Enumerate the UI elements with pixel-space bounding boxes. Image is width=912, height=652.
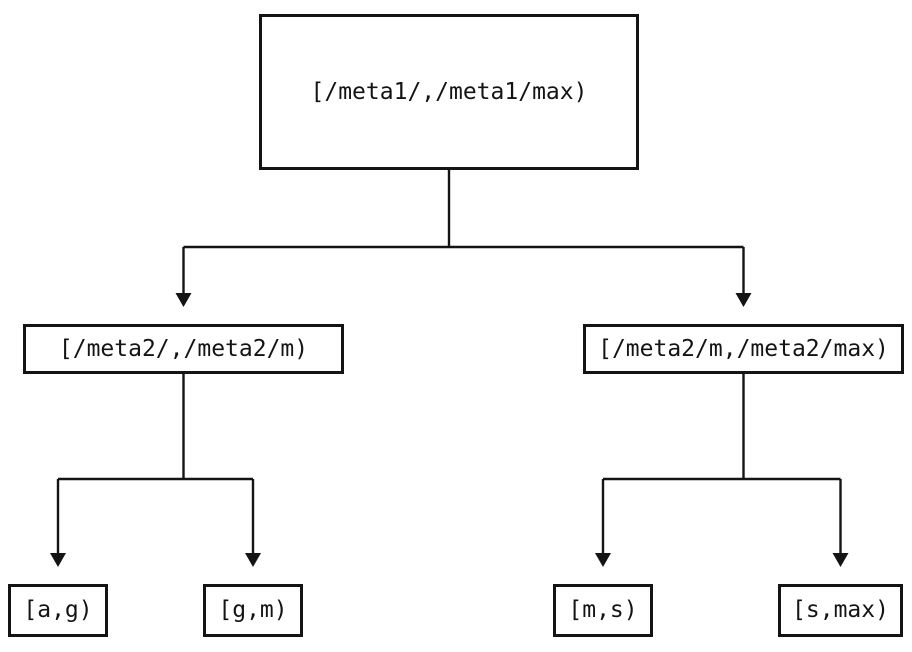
node-label: [/meta1/,/meta1/max) — [310, 78, 588, 105]
node-leaf-m-s: [m,s) — [553, 584, 653, 637]
arrowhead-down-icon — [175, 293, 192, 307]
node-meta2-right-range: [/meta2/m,/meta2/max) — [583, 324, 904, 374]
node-meta2-left-range: [/meta2/,/meta2/m) — [23, 324, 344, 374]
node-leaf-a-g: [a,g) — [8, 584, 108, 637]
arrowhead-down-icon — [832, 553, 849, 567]
node-label: [/meta2/,/meta2/m) — [58, 335, 309, 362]
node-label: [g,m) — [218, 597, 288, 623]
node-label: [m,s) — [568, 597, 638, 623]
node-meta1-range: [/meta1/,/meta1/max) — [259, 14, 639, 170]
arrowhead-down-icon — [595, 553, 611, 567]
node-label: [s,max) — [792, 597, 889, 623]
arrowhead-down-icon — [735, 293, 752, 307]
node-label: [a,g) — [23, 597, 93, 623]
node-leaf-s-max: [s,max) — [778, 584, 903, 637]
node-leaf-g-m: [g,m) — [203, 584, 303, 637]
arrowhead-down-icon — [245, 553, 261, 567]
node-label: [/meta2/m,/meta2/max) — [598, 335, 889, 362]
arrowhead-down-icon — [50, 553, 66, 567]
